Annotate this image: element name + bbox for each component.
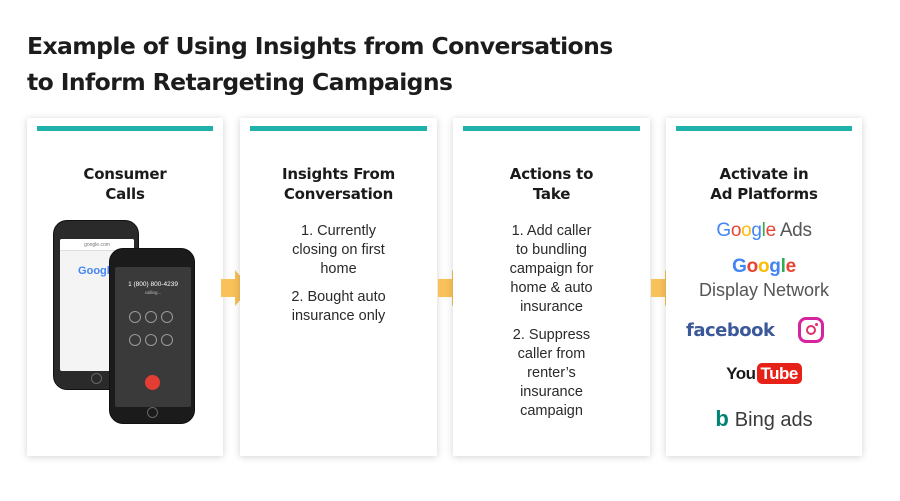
call-status: calling...: [144, 290, 162, 295]
phones-illustration: google.com Google 1 (800) 800-4239 calli…: [53, 220, 203, 440]
list-item: 1. Currently closing on first home: [292, 223, 385, 277]
google-search-logo: Google: [78, 265, 116, 277]
browser-url: google.com: [60, 239, 134, 251]
facebook-logo: facebook: [686, 320, 775, 341]
end-call-icon: [145, 375, 160, 390]
phone-calling: 1 (800) 800-4239 calling...: [109, 248, 195, 424]
card-actions: Actions to Take 1. Add caller to bundlin…: [453, 118, 650, 456]
heading-line: Activate in: [719, 165, 809, 183]
title-line-1: Example of Using Insights from Conversat…: [27, 32, 613, 60]
card-accent-bar: [37, 126, 213, 131]
bing-icon: b: [715, 406, 729, 431]
display-network-label: Display Network: [698, 280, 830, 300]
heading-line: Actions to: [509, 165, 594, 183]
google-wordmark: Google: [716, 220, 776, 241]
card-accent-bar: [463, 126, 640, 131]
title-line-2: to Inform Retargeting Campaigns: [27, 68, 453, 96]
card-heading: Consumer Calls: [27, 164, 223, 204]
card-insights: Insights From Conversation 1. Currently …: [240, 118, 437, 456]
card-heading: Insights From Conversation: [240, 164, 437, 204]
list-item: 1. Add caller to bundling campaign for h…: [509, 223, 594, 315]
arrow-right-icon: [221, 270, 251, 306]
page-title: Example of Using Insights from Conversat…: [27, 28, 727, 100]
instagram-icon: [798, 317, 824, 343]
google-ads-logo: Google Ads: [716, 220, 812, 241]
card-consumer-calls: Consumer Calls google.com Google 1 (800)…: [27, 118, 223, 456]
heading-line: Take: [532, 185, 571, 203]
call-keypad-icon: [127, 309, 179, 355]
heading-line: Ad Platforms: [710, 185, 818, 203]
insight-list: 1. Currently closing on first home 2. Bo…: [240, 222, 437, 335]
phone-screen: 1 (800) 800-4239 calling...: [115, 267, 191, 407]
home-button-icon: [91, 373, 102, 384]
heading-line: Calls: [105, 185, 145, 203]
calling-number: 1 (800) 800-4239: [128, 281, 178, 288]
google-wordmark: Google: [732, 256, 796, 277]
list-item: 2. Suppress caller from renter’s insuran…: [512, 327, 591, 419]
google-display-logo: Google: [666, 256, 862, 278]
card-accent-bar: [676, 126, 852, 131]
heading-line: Conversation: [283, 185, 394, 203]
card-accent-bar: [250, 126, 427, 131]
heading-line: Insights From: [281, 165, 396, 183]
home-button-icon: [147, 407, 158, 418]
heading-line: Consumer: [83, 165, 167, 183]
card-heading: Activate in Ad Platforms: [666, 164, 862, 204]
card-heading: Actions to Take: [453, 164, 650, 204]
list-item: 2. Bought auto insurance only: [291, 289, 386, 324]
card-ad-platforms: Activate in Ad Platforms Google Ads Goog…: [666, 118, 862, 456]
action-list: 1. Add caller to bundling campaign for h…: [453, 222, 650, 430]
